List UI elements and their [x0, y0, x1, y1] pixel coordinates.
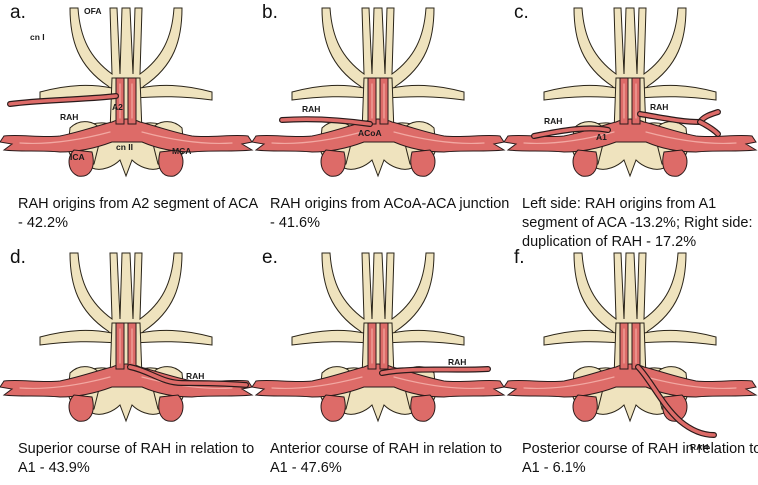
- panel-letter: d.: [10, 247, 26, 268]
- panel-caption: Superior course of RAH in relation to A1…: [18, 441, 255, 476]
- label-cn1: cn I: [30, 32, 45, 42]
- anatomy-base: [0, 7, 254, 178]
- ica-left: [572, 149, 598, 177]
- panel-caption: Anterior course of RAH in relation to A1…: [270, 441, 503, 476]
- panel-caption: Posterior course of RAH in relation to A…: [522, 441, 758, 476]
- ica-right: [158, 149, 184, 177]
- olfactory-tract: [321, 252, 435, 342]
- olfactory-tract: [573, 252, 687, 342]
- olfactory-tract: [321, 7, 435, 97]
- ica-left: [320, 149, 346, 177]
- label-rah: RAH: [60, 112, 78, 122]
- label-acoa: ACoA: [358, 128, 382, 138]
- ica-right: [410, 149, 436, 177]
- anatomy-base: [503, 7, 758, 178]
- ica-right: [410, 394, 436, 422]
- label-rah: RAH: [690, 442, 708, 452]
- ica-right: [158, 394, 184, 422]
- rah-artery: [280, 117, 372, 126]
- label-mca: MCA: [172, 146, 191, 156]
- panel-acoa: RAH ACoA b. RAH origins from ACoA-ACA junct…: [251, 0, 509, 240]
- panel-caption: Left side: RAH origins from A1 segment o…: [522, 196, 753, 250]
- anatomy-diagram: RAH RAH A1: [503, 7, 758, 178]
- anatomy-diagram: RAH: [503, 252, 758, 452]
- label-a2: A2: [112, 102, 123, 112]
- label-ofa: OFA: [84, 6, 101, 16]
- olfactory-tract: [69, 7, 183, 97]
- anatomy-diagram: RAH: [0, 252, 254, 423]
- label-a1: A1: [596, 132, 607, 142]
- panel-letter: f.: [514, 247, 525, 268]
- label-rah: RAH: [186, 371, 204, 381]
- olfactory-tract: [69, 252, 183, 342]
- label-cn2: cn II: [116, 142, 133, 152]
- label-rah-right: RAH: [650, 102, 668, 112]
- rah-artery: [128, 365, 248, 387]
- anatomy-diagram: RAH ACoA: [251, 7, 506, 178]
- label-rah-left: RAH: [544, 116, 562, 126]
- rah-artery: [8, 94, 118, 106]
- anatomy-base: [503, 252, 758, 423]
- ica-left: [68, 394, 94, 422]
- panel-anterior: RAH e. Anterior course of RAH in relation …: [251, 245, 506, 485]
- panel-caption: RAH origins from A2 segment of ACA - 42.…: [18, 196, 258, 231]
- anatomy-base: [251, 252, 506, 423]
- panel-posterior: RAH f. Posterior course of RAH in relation…: [503, 245, 758, 485]
- ica-left: [68, 149, 94, 177]
- rah-artery-right-2: [698, 120, 720, 136]
- rah-artery: [380, 367, 490, 375]
- anatomy-base: [251, 7, 506, 178]
- ica-left: [320, 394, 346, 422]
- label-ica: ICA: [70, 152, 85, 162]
- panel-dup: RAH RAH A1 c. Left side: RAH origins from A1…: [503, 0, 758, 250]
- ica-right: [662, 149, 688, 177]
- rah-artery-left: [532, 126, 610, 138]
- rah-artery: [636, 365, 716, 437]
- panel-superior: RAH d. Superior course of RAH in relation …: [0, 245, 254, 485]
- panel-letter: a.: [10, 2, 26, 23]
- label-rah: RAH: [448, 357, 466, 367]
- label-rah: RAH: [302, 104, 320, 114]
- anatomy-diagram: RAH: [251, 252, 506, 423]
- panel-caption: RAH origins from ACoA-ACA junction - 41.…: [270, 196, 510, 231]
- ica-left: [572, 394, 598, 422]
- panel-letter: c.: [514, 2, 529, 23]
- panel-letter: e.: [262, 247, 278, 268]
- olfactory-tract: [573, 7, 687, 97]
- panel-letter: b.: [262, 2, 278, 23]
- anatomy-base: [0, 252, 254, 423]
